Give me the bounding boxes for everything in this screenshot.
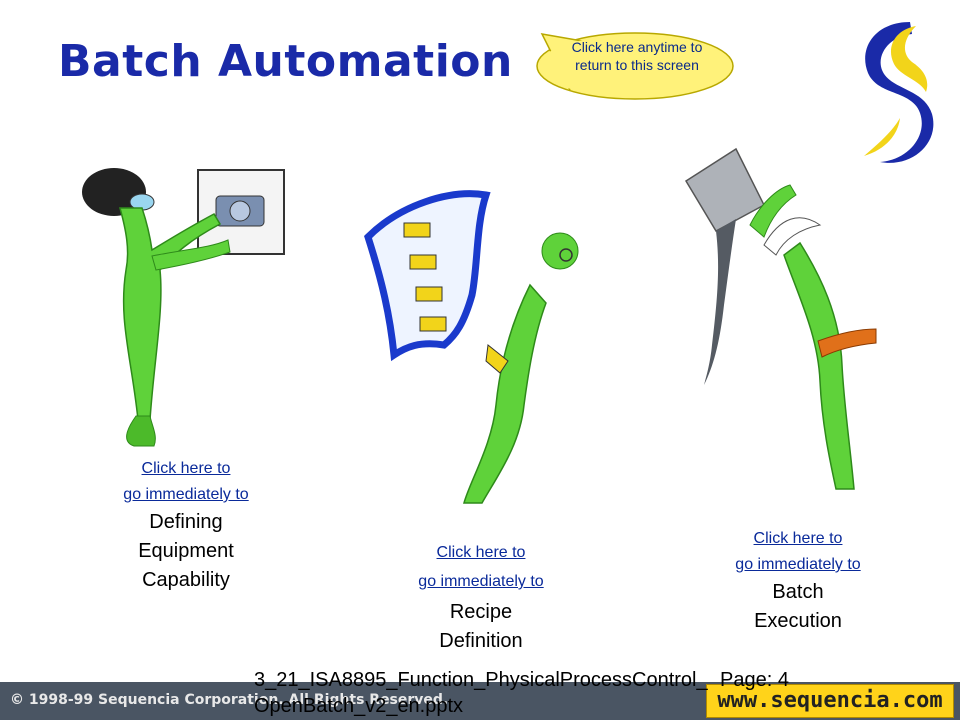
page-number: Page: 4 [720, 669, 789, 691]
website-link[interactable]: www.sequencia.com [706, 684, 954, 718]
section-defining-equipment[interactable]: Click here to go immediately to Defining… [96, 456, 276, 595]
link-go-immediately[interactable]: go immediately to [735, 556, 861, 573]
section-label: Defining [149, 511, 223, 533]
execution-figure-icon [684, 147, 877, 490]
link-click-here[interactable]: Click here to [436, 544, 526, 561]
section-label: Execution [754, 610, 842, 632]
link-go-immediately[interactable]: go immediately to [418, 573, 544, 590]
section-label: Definition [439, 630, 523, 652]
link-click-here[interactable]: Click here to [753, 530, 843, 547]
section-label: Recipe [449, 601, 513, 623]
copyright-text: © 1998-99 Sequencia Corporation. All Rig… [10, 692, 449, 708]
page-title: Batch Automation [58, 36, 513, 87]
section-label: Batch [772, 581, 824, 603]
section-label: Equipment [138, 540, 234, 562]
file-name: 3_21_ISA8895_Function_PhysicalProcessCon… [254, 669, 708, 717]
callout-text[interactable]: Click here anytime to return to this scr… [571, 39, 703, 73]
section-recipe-definition[interactable]: Click here to go immediately to Recipe D… [386, 540, 576, 656]
link-go-immediately[interactable]: go immediately to [123, 486, 249, 503]
equipment-figure-icon [82, 168, 285, 447]
recipe-figure-icon [364, 190, 579, 504]
section-batch-execution[interactable]: Click here to go immediately to Batch Ex… [708, 526, 888, 636]
return-callout[interactable]: Click here anytime to return to this scr… [530, 28, 740, 128]
speech-bubble-icon [536, 32, 734, 100]
sequencia-logo-icon [864, 22, 934, 163]
link-click-here[interactable]: Click here to [141, 460, 231, 477]
section-label: Capability [142, 569, 230, 591]
